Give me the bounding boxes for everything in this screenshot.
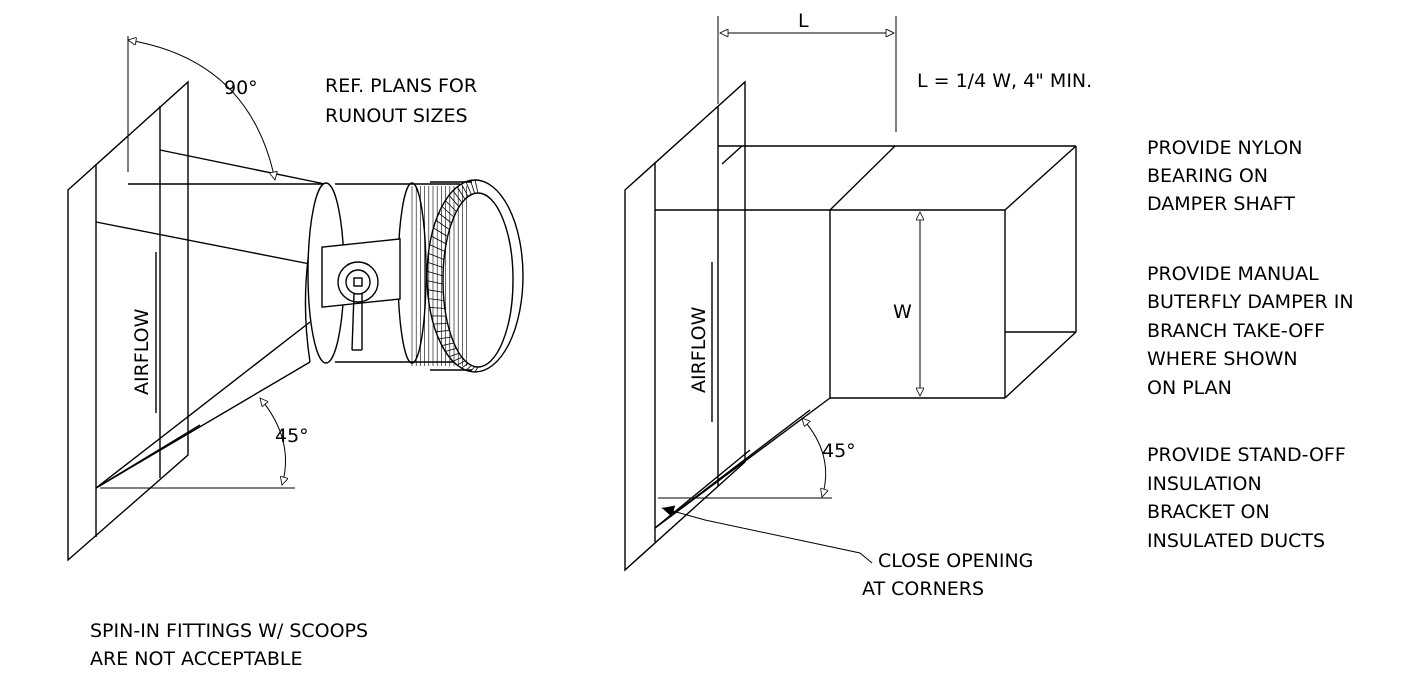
note-3-line-3: BRACKET ON — [1147, 501, 1270, 523]
right-angle-arc-45 — [802, 418, 826, 497]
left-airflow-label: AIRFLOW — [131, 308, 153, 395]
note-2-line-4: WHERE SHOWN — [1147, 348, 1298, 370]
angle-arc-90 — [128, 40, 275, 180]
note-2-line-5: ON PLAN — [1147, 377, 1232, 399]
note-3-line-2: INSULATION — [1147, 473, 1262, 495]
note-2-line-1: PROVIDE MANUAL — [1147, 263, 1319, 285]
right-angle-45-label: 45° — [822, 440, 856, 462]
left-takeoff-drawing — [67, 36, 524, 562]
note-1-line-1: PROVIDE NYLON — [1147, 137, 1302, 159]
dimension-w-label: W — [893, 301, 912, 323]
note-1-line-2: BEARING ON — [1147, 165, 1268, 187]
right-takeoff-drawing — [624, 16, 1077, 572]
spin-in-note-line-1: SPIN-IN FITTINGS W/ SCOOPS — [90, 620, 368, 642]
dimension-l-label: L — [798, 10, 809, 32]
damper-handle — [321, 238, 401, 351]
right-main-duct-wall — [624, 80, 746, 572]
note-2-line-3: BRANCH TAKE-OFF — [1147, 320, 1325, 342]
dimension-note: L = 1/4 W, 4" MIN. — [917, 70, 1092, 92]
close-opening-line-2: AT CORNERS — [862, 578, 984, 600]
note-1-line-3: DAMPER SHAFT — [1147, 193, 1295, 215]
close-opening-line-1: CLOSE OPENING — [878, 550, 1033, 572]
angle-arc-45 — [260, 398, 286, 485]
spin-in-note-line-2: ARE NOT ACCEPTABLE — [90, 648, 302, 670]
ref-plans-note-line-1: REF. PLANS FOR — [325, 75, 477, 97]
close-opening-leader — [704, 519, 873, 564]
note-3-line-4: INSULATED DUCTS — [1147, 530, 1325, 552]
note-3-line-1: PROVIDE STAND-OFF — [1147, 444, 1346, 466]
left-angle-90-label: 90° — [224, 77, 258, 99]
note-2-line-2: BUTERFLY DAMPER IN — [1147, 291, 1354, 313]
notes-column: PROVIDE NYLON BEARING ON DAMPER SHAFT PR… — [1147, 137, 1354, 552]
right-airflow-label: AIRFLOW — [688, 306, 710, 393]
ref-plans-note-line-2: RUNOUT SIZES — [325, 105, 468, 127]
left-angle-45-label: 45° — [275, 425, 309, 447]
